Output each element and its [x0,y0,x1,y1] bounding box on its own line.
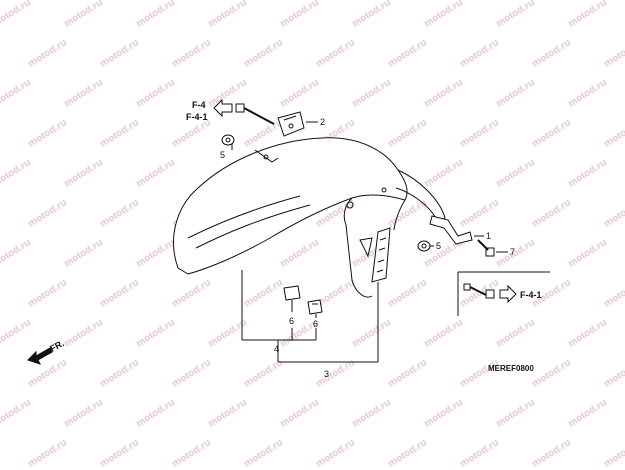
part-6-clip-a [283,285,301,301]
inset-reference-label: F-4-1 [520,290,542,300]
part-7-bolt [477,239,495,257]
callout-3: 3 [324,369,329,379]
reference-label-f4: F-4 [192,100,206,110]
leader-lines [231,121,508,363]
reference-arrow-top [213,98,233,118]
part-6-clip-b [307,299,323,315]
part-5-collar-top [221,134,235,146]
part-3-emblem [371,227,391,283]
callout-1: 1 [486,231,491,241]
inset-box [457,271,550,316]
diagram-code: MEREF0800 [488,364,534,373]
callout-5-top: 5 [220,150,225,160]
part-bolt-top [235,103,275,125]
part-1-bracket [429,215,473,245]
front-fender [173,137,446,298]
part-5-collar-right [417,240,431,252]
callout-6-b: 6 [313,319,318,329]
callout-2: 2 [320,117,325,127]
direction-label: FR. [48,338,65,354]
callout-4: 4 [274,344,279,354]
callout-6-a: 6 [289,316,294,326]
reference-label-f41: F-4-1 [186,112,208,122]
callout-5-right: 5 [436,241,441,251]
direction-arrow [27,347,53,365]
part-2-stay [277,111,305,137]
callout-7: 7 [510,247,515,257]
